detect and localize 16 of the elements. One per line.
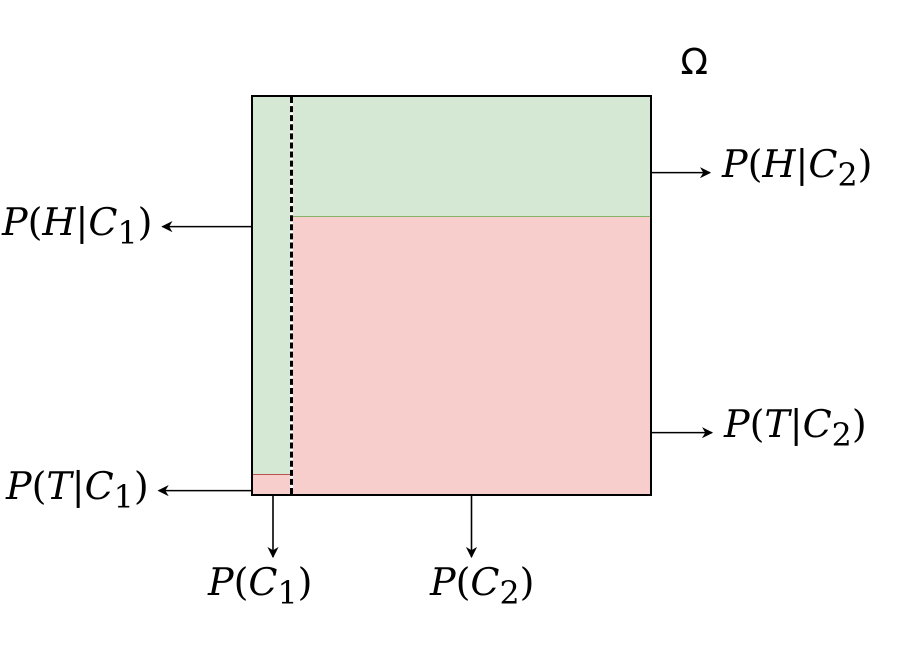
arrow (267, 494, 279, 558)
arrow (650, 427, 714, 438)
probability-label: P(T|C$_{1}$) (6, 467, 149, 514)
arrow (650, 167, 712, 178)
arrow (158, 485, 253, 496)
probability-label: P(C$_{1}$) (208, 563, 312, 610)
probability-label: P(C$_{2}$) (430, 563, 534, 610)
sample-space-label: Ω (680, 45, 708, 81)
arrow (466, 494, 478, 558)
probability-label: P(T|C$_{2}$) (724, 405, 867, 452)
probability-label: P(H|C$_{1}$) (2, 203, 152, 250)
c2-tails-region (293, 217, 650, 494)
arrow (161, 221, 253, 232)
c1-tails-region (253, 474, 290, 494)
probability-label: P(H|C$_{2}$) (722, 145, 872, 192)
c2-heads-region (293, 97, 650, 217)
